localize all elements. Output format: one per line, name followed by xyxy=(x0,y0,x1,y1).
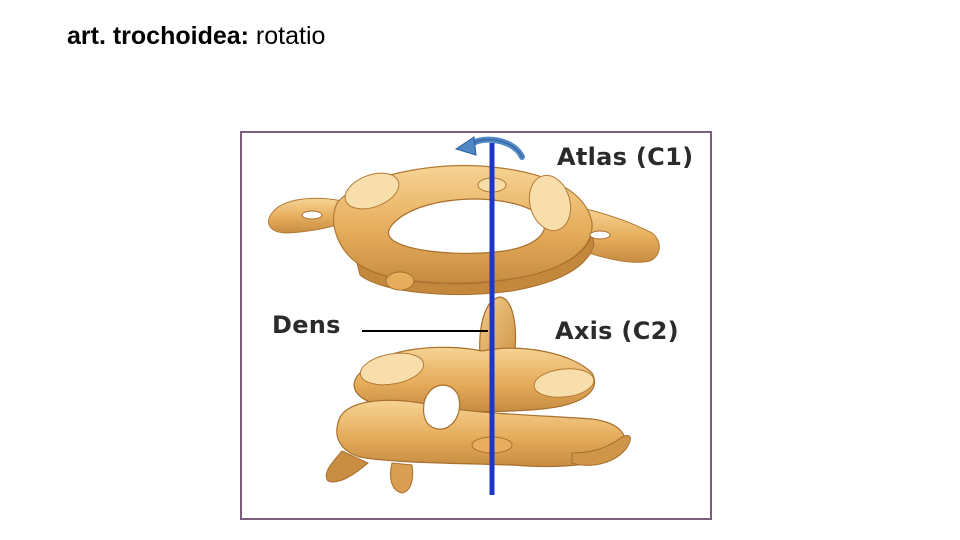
title-description: rotatio xyxy=(248,22,326,50)
atlas-vertebra xyxy=(268,164,660,295)
slide-title: art. trochoidea: rotatio xyxy=(67,22,325,51)
vertebrae-illustration xyxy=(268,136,660,495)
axis-vertebra xyxy=(325,296,631,494)
dens-label: Dens xyxy=(272,311,341,339)
title-term: art. trochoidea: xyxy=(67,22,249,50)
axis-label: Axis (C2) xyxy=(555,317,679,345)
atlas-label: Atlas (C1) xyxy=(557,143,694,171)
atlas-axis-figure: Atlas (C1) Axis (C2) Dens xyxy=(240,131,712,520)
rotation-arrow-icon xyxy=(454,136,525,160)
